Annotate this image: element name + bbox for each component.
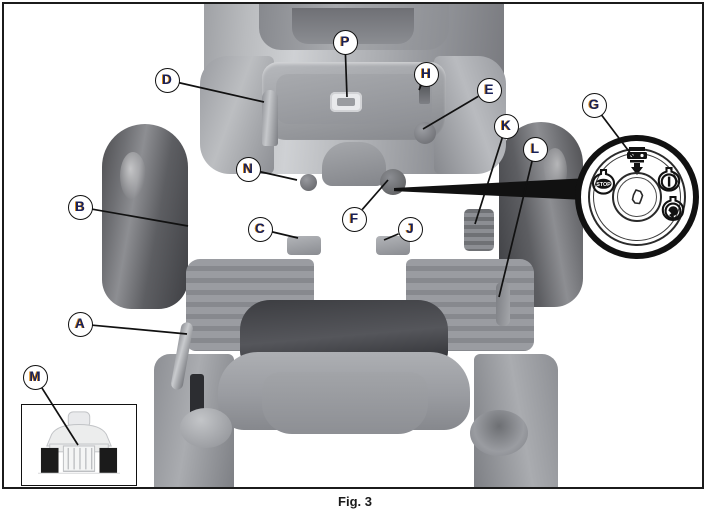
callout-p: P: [332, 29, 358, 55]
small-knob: [300, 174, 317, 191]
callout-b: B: [67, 194, 93, 220]
callout-f: F: [341, 206, 367, 232]
ignition-switch-detail: STOP: [575, 135, 699, 259]
callout-c: C: [247, 216, 273, 242]
left-wing-panel: [200, 56, 274, 174]
stop-position-icon: STOP: [591, 169, 616, 195]
start-position-icon: [661, 196, 685, 222]
lift-lever: [496, 282, 510, 326]
height-adjust-grip: [464, 209, 494, 251]
seat-pan-inner: [262, 372, 428, 434]
callout-g: G: [581, 92, 607, 118]
pto-switch: [419, 84, 430, 104]
callout-e: E: [476, 77, 502, 103]
rear-view-diagram: [38, 411, 120, 474]
illustration-frame: STOP: [2, 2, 704, 489]
dial-hub-ring: [617, 177, 657, 217]
fuel-cap: [180, 408, 232, 448]
cup-holder: [470, 410, 528, 456]
callout-n: N: [235, 156, 261, 182]
seat-adjust-slot: [190, 374, 204, 416]
left-pedal: [287, 236, 321, 255]
right-knob: [414, 122, 436, 144]
callout-l: L: [522, 136, 548, 162]
rear-grille-inset: [21, 404, 137, 486]
callout-h: H: [413, 61, 439, 87]
callout-d: D: [154, 67, 180, 93]
svg-text:STOP: STOP: [596, 182, 611, 188]
callout-k: K: [493, 113, 519, 139]
callout-j: J: [397, 216, 423, 242]
figure-caption: Fig. 3: [338, 494, 372, 509]
throttle-choke-lever: [262, 90, 278, 146]
callout-m: M: [22, 364, 48, 390]
steering-column-base: [322, 142, 386, 186]
rear-tyre-left: [102, 124, 188, 309]
dash-rocker-switch: [330, 92, 362, 112]
run-position-icon: [657, 167, 681, 192]
callout-a: A: [67, 311, 93, 337]
leader-line-a: [92, 324, 188, 335]
